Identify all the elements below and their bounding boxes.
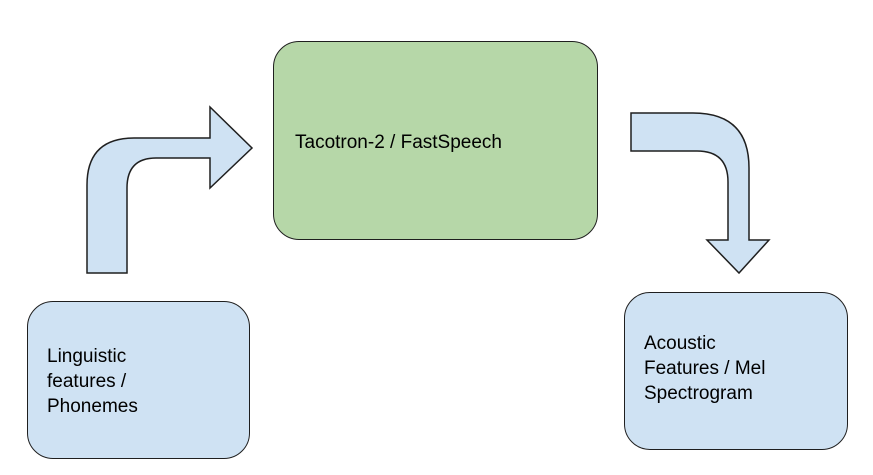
input-label-line-3: Phonemes	[47, 396, 138, 417]
model-label: Tacotron-2 / FastSpeech	[295, 132, 502, 153]
output-features-label: Acoustic Features / Mel Spectrogram	[644, 331, 765, 406]
input-label-line-1: Linguistic	[47, 346, 127, 367]
bent-arrow-input-to-model	[86, 105, 254, 274]
input-features-label: Linguistic features / Phonemes	[47, 344, 138, 419]
model-box: Tacotron-2 / FastSpeech	[273, 41, 598, 240]
output-label-line-1: Acoustic	[644, 333, 716, 354]
output-features-box: Acoustic Features / Mel Spectrogram	[624, 292, 848, 450]
input-features-box: Linguistic features / Phonemes	[27, 301, 250, 459]
output-label-line-2: Features / Mel	[644, 358, 766, 379]
input-label-line-2: features /	[47, 371, 127, 392]
output-label-line-3: Spectrogram	[644, 383, 753, 404]
bent-arrow-model-to-output	[630, 112, 771, 275]
